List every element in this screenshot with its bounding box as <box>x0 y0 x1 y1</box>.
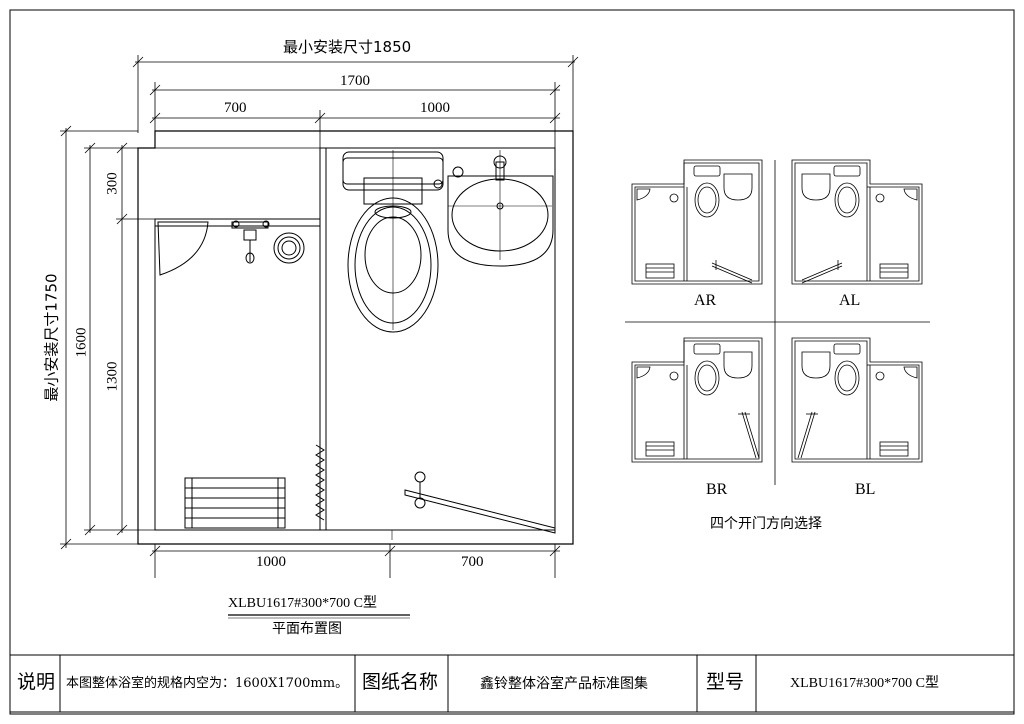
floor-drain <box>273 232 305 264</box>
corner-shelf <box>157 221 209 276</box>
dimension-lines <box>60 55 579 578</box>
variant-ar-plan <box>631 159 763 285</box>
variant-al-label: AL <box>839 292 861 309</box>
dim-total-width: 1700 <box>340 73 370 89</box>
towel-rack <box>184 477 286 529</box>
min-install-height-label: 最小安装尺寸1750 <box>42 273 61 402</box>
variant-bl-label: BL <box>855 481 876 498</box>
model-label: XLBU1617#300*700 C型 <box>228 596 377 611</box>
drawing-name-label: 图纸名称 <box>362 671 439 693</box>
model-no-label: 型号 <box>706 671 745 693</box>
variant-br-plan <box>631 337 763 463</box>
drawing-name: 鑫铃整体浴室产品标准图集 <box>480 676 648 692</box>
dim-left-1600: 1600 <box>73 327 90 358</box>
plan-caption: 平面布置图 <box>272 621 342 637</box>
variant-br-label: BR <box>706 481 728 498</box>
shower-mixer <box>231 220 270 264</box>
variant-al-plan <box>791 159 923 285</box>
entry-door <box>390 471 556 540</box>
notes-label: 说明 <box>17 671 56 693</box>
door-options-caption: 四个开门方向选择 <box>710 516 822 532</box>
dim-left-300: 300 <box>104 172 121 195</box>
toilet <box>342 150 444 333</box>
partition-hinge <box>315 444 325 521</box>
variant-ar-label: AR <box>694 292 717 309</box>
dim-left-1300: 1300 <box>104 361 121 392</box>
door-options-grid <box>625 160 930 485</box>
min-install-width-label: 最小安装尺寸1850 <box>283 38 412 56</box>
title-block <box>59 655 757 712</box>
dim-top-left: 700 <box>224 100 247 116</box>
dim-top-right: 1000 <box>420 100 450 116</box>
dim-bottom-right: 700 <box>461 554 484 570</box>
washbasin <box>447 150 554 267</box>
outer-frame <box>9 9 1015 715</box>
model-no: XLBU1617#300*700 C型 <box>790 676 939 691</box>
main-floor-plan <box>137 130 574 545</box>
variant-bl-plan <box>791 337 923 463</box>
notes-text: 本图整体浴室的规格内空为：1600X1700mm。 <box>66 676 349 691</box>
dim-bottom-left: 1000 <box>256 554 286 570</box>
